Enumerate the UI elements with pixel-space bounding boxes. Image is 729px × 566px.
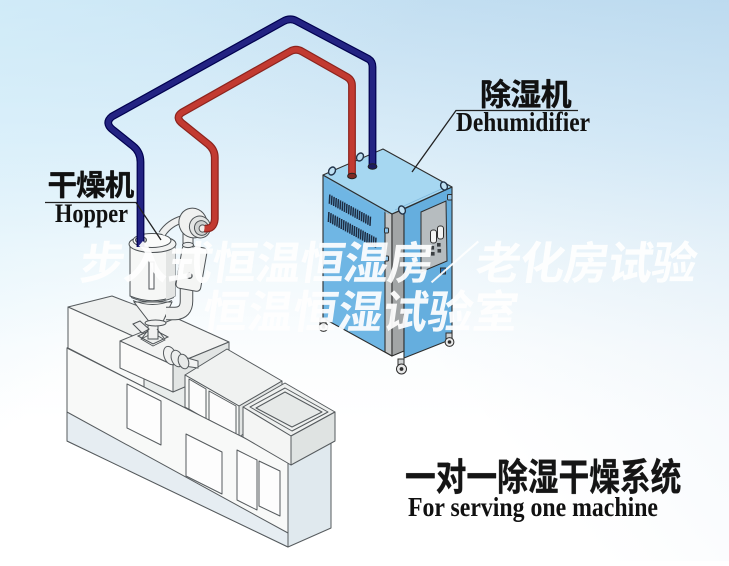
svg-text:For serving one machine: For serving one machine: [408, 492, 658, 522]
svg-text:Hopper: Hopper: [55, 199, 128, 228]
svg-text:Dehumidifier: Dehumidifier: [456, 107, 590, 137]
